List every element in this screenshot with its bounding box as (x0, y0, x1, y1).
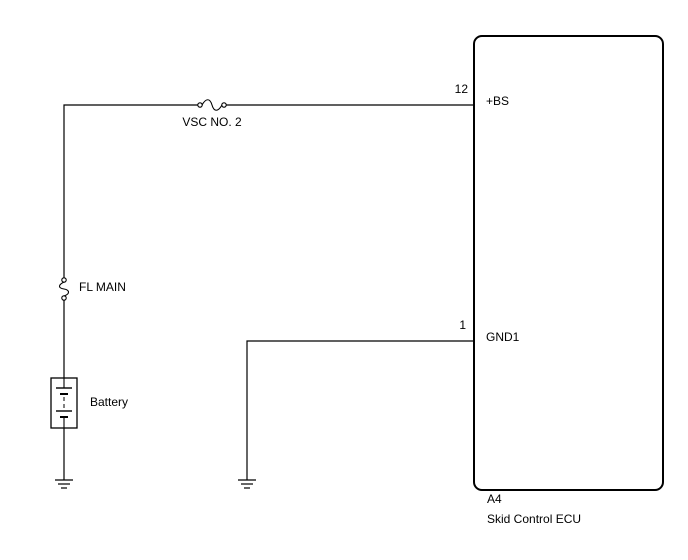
terminal-name-gnd1: GND1 (486, 330, 520, 344)
terminal-pin-1: 1 (459, 318, 466, 332)
battery-label: Battery (90, 395, 128, 409)
wire-gnd1-to-ground (246, 340, 474, 480)
ecu-name-label: Skid Control ECU (487, 512, 581, 526)
ecu-box (473, 35, 664, 491)
ground-icon-gnd1 (238, 479, 256, 489)
ground-icon-battery (55, 479, 73, 489)
fuse-label-fl-main: FL MAIN (79, 280, 126, 294)
power-circuit (63, 104, 474, 480)
wire-fuse-to-corner (63, 104, 198, 278)
terminal-pin-12: 12 (455, 82, 469, 96)
terminal-name-bs: +BS (486, 94, 509, 108)
fuse-vsc-no2 (197, 99, 227, 111)
fuse-label-vsc-no2: VSC NO. 2 (182, 115, 242, 129)
ecu-connector-label: A4 (487, 492, 502, 506)
battery-symbol (50, 377, 78, 429)
fuse-fl-main (58, 277, 70, 301)
